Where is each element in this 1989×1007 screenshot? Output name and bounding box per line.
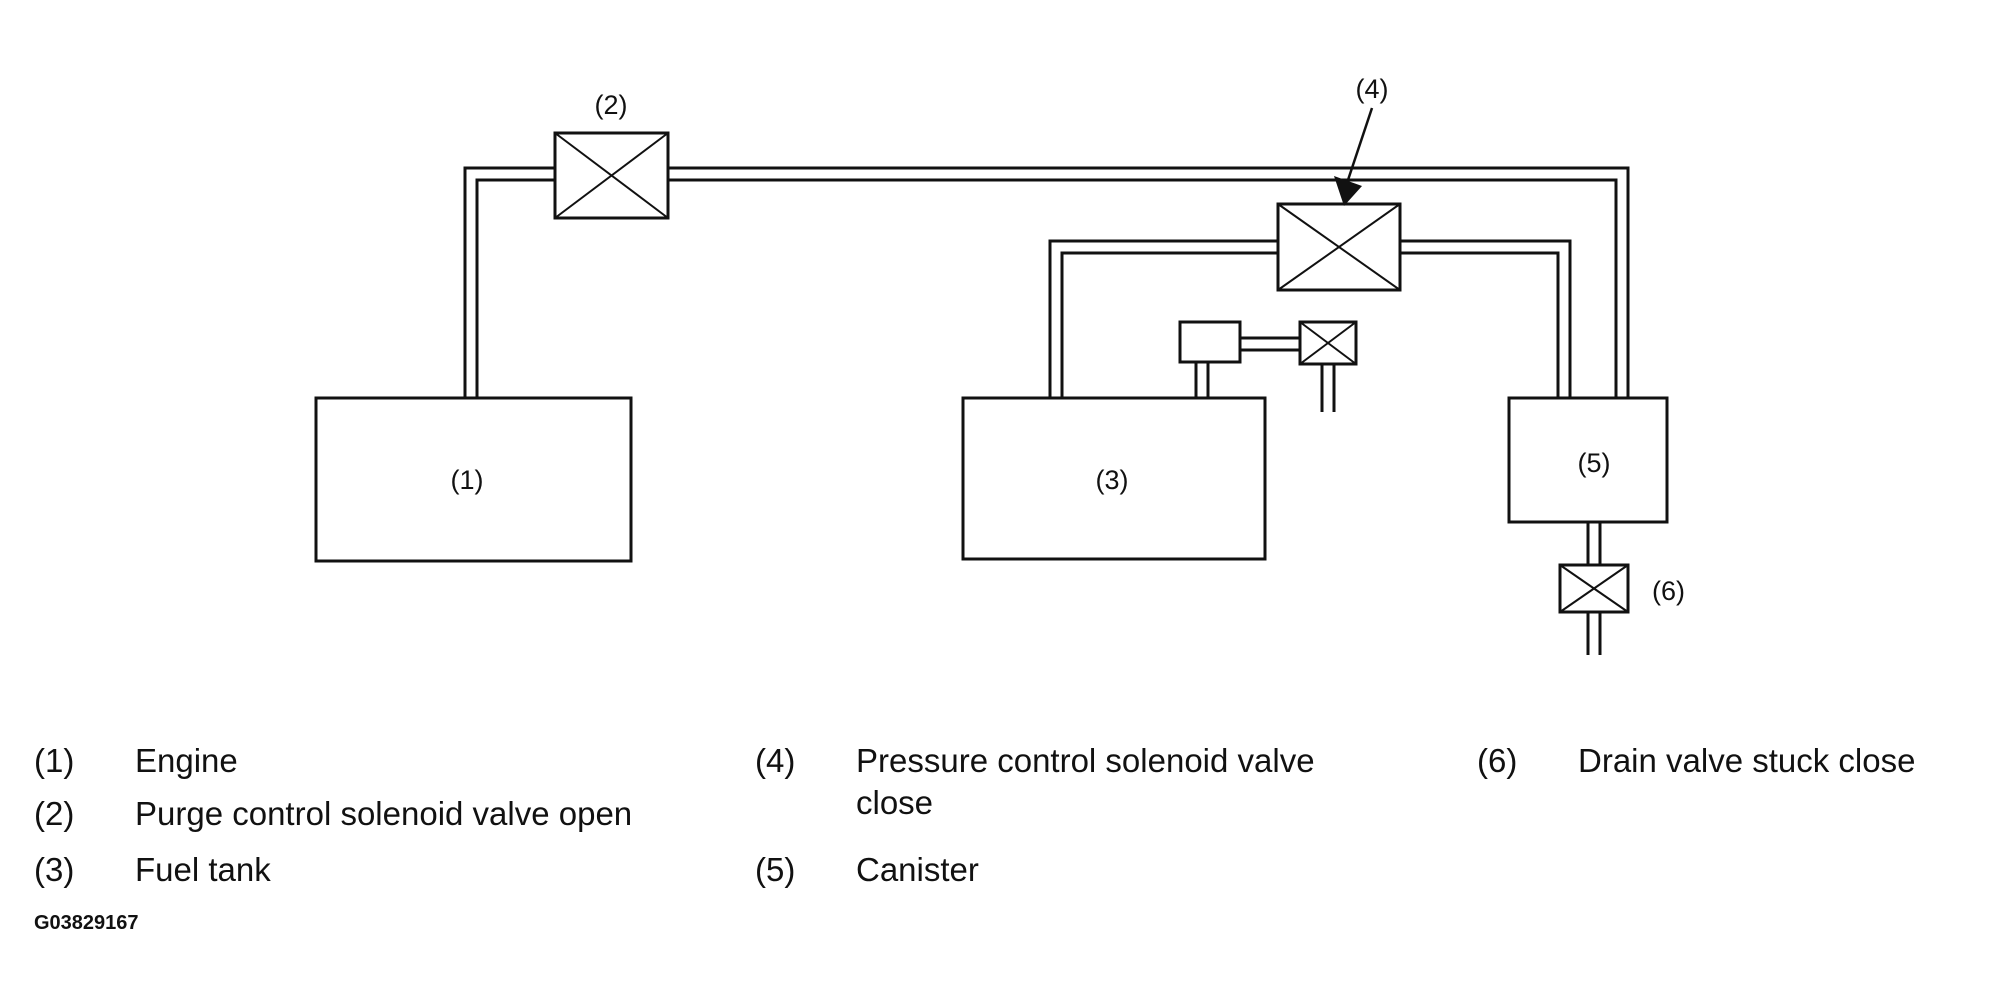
legend-text: Pressure control solenoid valve close [856,742,1315,821]
legend-item-6: (6) Drain valve stuck close [1477,740,1977,782]
drain-valve-label: (6) [1652,576,1685,606]
legend-number: (5) [755,851,796,888]
legend-text: Fuel tank [135,851,271,888]
legend-text: Canister [856,851,979,888]
legend-item-1: (1) Engine [34,740,714,782]
purge-valve-label: (2) [595,90,628,120]
pressure-valve-label: (4) [1356,74,1389,104]
tank-vent-pipe [1048,239,1572,398]
purge-control-valve [553,131,670,220]
engine-box-label: (1) [451,465,484,495]
fuel-tank-box [961,396,1267,561]
tank-small-valve [1298,320,1358,366]
legend-number: (1) [34,742,75,779]
legend-item-3: (3) Fuel tank [34,849,714,891]
drain-valve [1558,563,1630,614]
pressure-control-valve [1276,202,1402,292]
legend-text: Engine [135,742,238,779]
legend-item-5: (5) Canister [755,849,1355,891]
canister-box [1507,396,1669,524]
engine-box [314,396,633,563]
drain-pipe [1586,522,1602,655]
figure-code: G03829167 [34,912,139,934]
legend-number: (3) [34,851,75,888]
fuel-tank-box-label: (3) [1096,465,1129,495]
legend-number: (2) [34,795,75,832]
purge-line-pipe [463,166,1630,398]
legend-item-2: (2) Purge control solenoid valve open [34,793,714,835]
pressure-sensor-box [1178,320,1242,364]
pointer-arrow-icon [1334,107,1374,206]
legend-item-4: (4) Pressure control solenoid valve clos… [755,740,1355,830]
legend-number: (6) [1477,742,1518,779]
legend-number: (4) [755,742,796,779]
canister-box-label: (5) [1578,448,1611,478]
tank-sensor-pipe [1194,336,1336,412]
legend-text: Drain valve stuck close [1578,742,1916,779]
legend-text: Purge control solenoid valve open [135,795,633,832]
